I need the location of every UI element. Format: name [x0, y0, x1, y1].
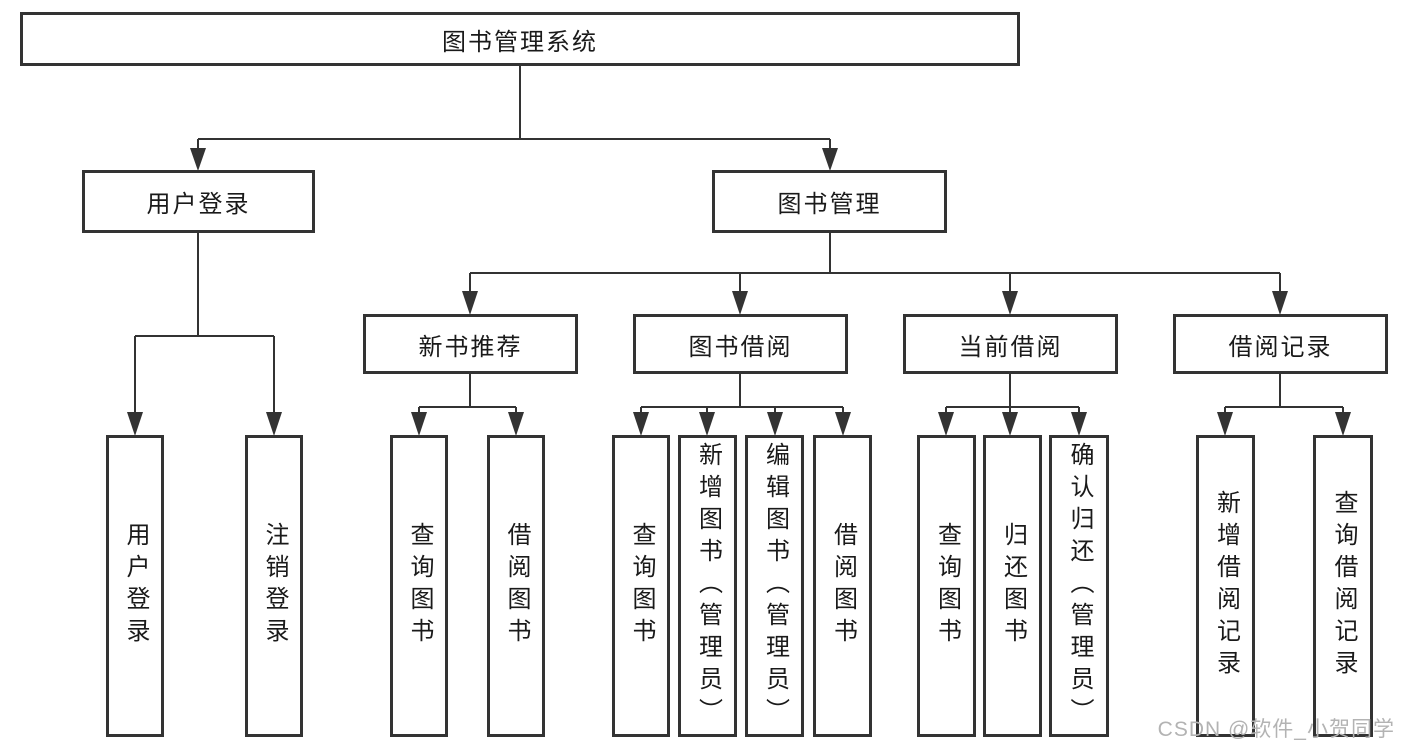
leaf-query-borrow-record: 查询借阅记录 [1313, 435, 1373, 737]
leaf-edit-books-admin: 编辑图书（管理员） [745, 435, 804, 737]
leaf-confirm-return-admin: 确认归还（管理员） [1049, 435, 1109, 737]
node-current-borrowing: 当前借阅 [903, 314, 1118, 374]
leaf-borrow-books-borrowing: 借阅图书 [813, 435, 872, 737]
node-book-management: 图书管理 [712, 170, 947, 233]
node-borrowing-records: 借阅记录 [1173, 314, 1388, 374]
arrowheads [127, 148, 1351, 436]
node-user-login: 用户登录 [82, 170, 315, 233]
leaf-query-books-recommend: 查询图书 [390, 435, 448, 737]
node-book-borrowing: 图书借阅 [633, 314, 848, 374]
leaf-return-books: 归还图书 [983, 435, 1042, 737]
leaf-query-books-borrowing: 查询图书 [612, 435, 670, 737]
leaf-borrow-books-recommend: 借阅图书 [487, 435, 545, 737]
leaf-logout: 注销登录 [245, 435, 303, 737]
leaf-query-books-current: 查询图书 [917, 435, 976, 737]
csdn-watermark: CSDN @软件_小贺同学 [1157, 718, 1395, 741]
leaf-user-login: 用户登录 [106, 435, 164, 737]
node-new-book-recommend: 新书推荐 [363, 314, 578, 374]
leaf-add-borrow-record: 新增借阅记录 [1196, 435, 1255, 737]
node-root-system: 图书管理系统 [20, 12, 1020, 66]
leaf-add-books-admin: 新增图书（管理员） [678, 435, 737, 737]
